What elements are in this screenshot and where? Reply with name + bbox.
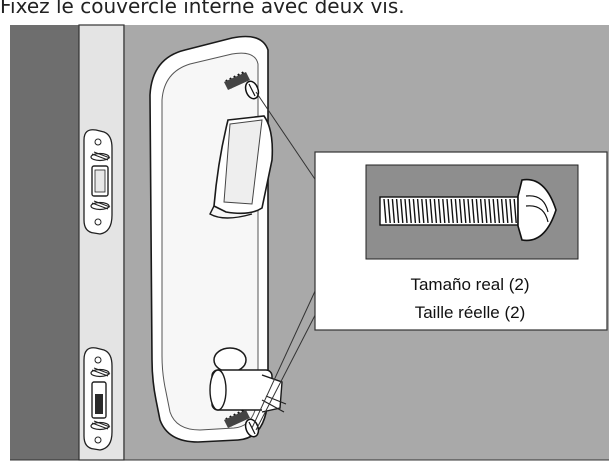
instruction-heading: Fixez le couvercle interne avec deux vis… <box>0 0 405 18</box>
callout-size-french: Taille réelle (2) <box>415 303 526 322</box>
screw-size-callout: Tamaño real (2) Taille réelle (2) <box>314 151 608 331</box>
upper-strike-plate <box>83 129 113 235</box>
callout-size-spanish: Tamaño real (2) <box>410 275 529 294</box>
interior-cover-plate <box>149 35 287 443</box>
spindle-assembly <box>209 347 287 413</box>
actual-size-screw-icon <box>379 178 557 242</box>
latch-plate <box>83 347 113 451</box>
upper-screw <box>224 71 260 100</box>
leader-line-upper <box>255 91 326 195</box>
door-edge <box>10 25 79 460</box>
